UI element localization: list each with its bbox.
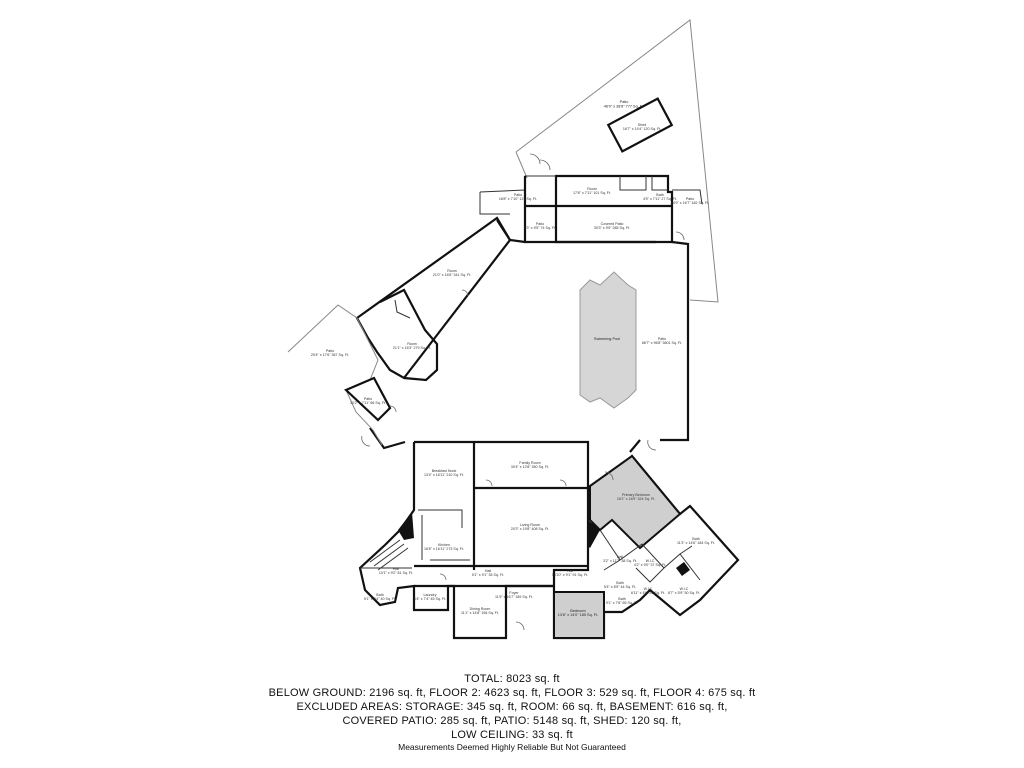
area-summary: TOTAL: 8023 sq. ft BELOW GROUND: 2196 sq… <box>0 672 1024 742</box>
upper-right-patio <box>672 189 703 205</box>
door-swing-2 <box>529 153 541 165</box>
door-swing-9 <box>559 479 567 487</box>
summary-excluded: EXCLUDED AREAS: STORAGE: 345 sq. ft, ROO… <box>296 701 728 713</box>
house-interior <box>414 442 588 588</box>
bedroom <box>553 591 605 639</box>
house-outline <box>358 440 740 640</box>
shed <box>606 97 674 153</box>
upper-patio-small <box>523 176 556 244</box>
summary-covered: COVERED PATIO: 285 sq. ft, PATIO: 5148 s… <box>342 715 682 727</box>
solid-block-left <box>398 512 414 540</box>
diagonal-room-inner <box>394 299 411 319</box>
door-swing-6 <box>604 471 614 481</box>
door-swing-10 <box>439 573 447 581</box>
summary-total: TOTAL: 8023 sq. ft <box>464 673 560 685</box>
kitchen-counters <box>418 509 470 561</box>
door-swing-7 <box>515 621 525 631</box>
left-small-patio <box>344 376 392 422</box>
primary-bedroom <box>589 454 682 550</box>
door-swing-8 <box>485 479 493 487</box>
left-patio-outline <box>287 304 383 446</box>
summary-low-ceiling: LOW CEILING: 33 sq. ft <box>451 729 573 741</box>
summary-floors: BELOW GROUND: 2196 sq. ft, FLOOR 2: 4623… <box>268 687 756 699</box>
diagonal-room <box>355 216 512 380</box>
door-swing-5 <box>361 435 371 447</box>
right-wing-interior <box>599 529 701 583</box>
label-swimming-pool: Swimming Pool <box>594 337 620 341</box>
main-patio-outline <box>369 219 690 453</box>
left-stairs <box>360 539 412 571</box>
door-swing-11 <box>461 289 469 297</box>
disclaimer: Measurements Deemed Highly Reliable But … <box>398 742 626 752</box>
diagonal-room-partition <box>379 288 439 382</box>
door-swing-4 <box>647 439 657 451</box>
upper-bath-box <box>619 176 668 191</box>
swimming-pool <box>579 271 637 409</box>
solid-block-right <box>676 562 690 576</box>
top-patio-outline <box>515 19 719 303</box>
door-swing-3 <box>675 231 685 241</box>
solid-block-mid <box>588 520 600 548</box>
door-swing-12 <box>389 405 397 413</box>
door-swing-1 <box>539 159 551 171</box>
upper-building <box>554 174 674 244</box>
